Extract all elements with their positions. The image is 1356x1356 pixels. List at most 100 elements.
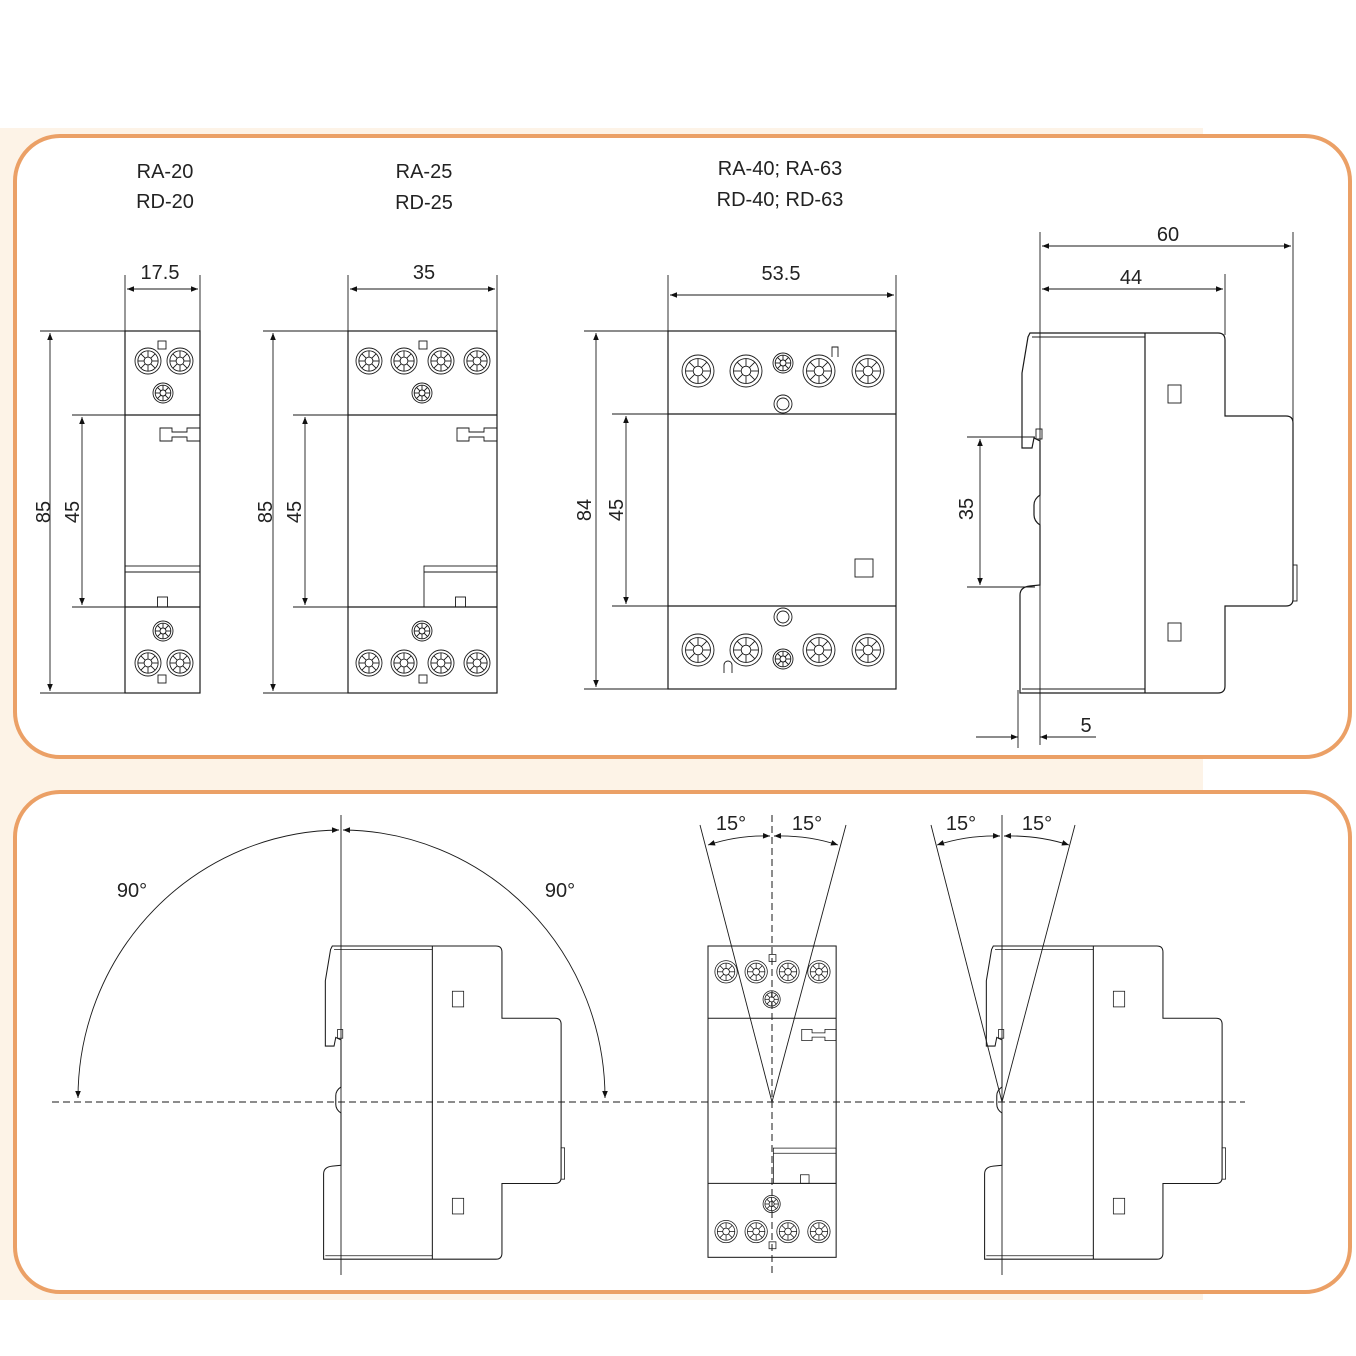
terminal-spoke: [781, 965, 786, 970]
terminal-spoke: [433, 353, 439, 359]
tilt-arc-right: [342, 827, 608, 1099]
bottom-panel-frame: [13, 790, 1352, 1294]
terminal-spoke: [396, 665, 402, 671]
terminal-spoke: [812, 1233, 817, 1238]
terminal-outer: [166, 649, 194, 677]
terminal-spoke: [790, 1233, 795, 1238]
terminal-spoke: [469, 363, 475, 369]
terminal-center: [813, 365, 825, 377]
terminal-spoke: [423, 387, 428, 392]
ra40-height-label: 84: [574, 499, 596, 521]
terminal-outer: [411, 620, 433, 642]
terminal-spoke: [479, 665, 485, 671]
terminal-outer: [807, 1219, 831, 1244]
indicator-window: [854, 558, 874, 578]
marker-tab: [723, 660, 733, 673]
side-tab: [1221, 1147, 1226, 1180]
terminal-spoke: [479, 353, 485, 359]
terminal-spoke: [423, 394, 428, 399]
terminal-screw-icon: [427, 649, 455, 677]
terminal-outer: [744, 960, 768, 984]
rail-clip: [159, 427, 201, 442]
terminal-spoke: [182, 363, 188, 369]
terminal-spoke: [688, 640, 695, 647]
terminal-spoke: [157, 394, 162, 399]
terminal-spoke: [736, 640, 743, 647]
model-label-rd20: RD-20: [136, 191, 194, 213]
marker-square: [157, 340, 167, 350]
terminal-screw-icon: [729, 354, 763, 388]
terminal-spoke: [416, 625, 421, 630]
device-outline: [124, 330, 201, 694]
terminal-spoke: [396, 655, 402, 661]
terminal-outer: [463, 347, 491, 375]
terminal-center: [175, 356, 185, 366]
terminal-screw-icon: [390, 347, 418, 375]
device-side-outline: [984, 945, 1223, 1260]
ra20-width-label: 17.5: [141, 262, 180, 284]
terminal-screw-icon: [807, 960, 831, 984]
side-slot: [451, 1197, 465, 1215]
terminal-screw-icon: [411, 382, 433, 404]
terminal-screw-icon: [714, 1219, 738, 1244]
terminal-spoke: [140, 655, 146, 661]
terminal-spoke: [688, 374, 695, 381]
terminal-spoke: [140, 363, 146, 369]
terminal-spoke: [150, 665, 156, 671]
model-label-ra20: RA-20: [137, 161, 194, 183]
terminal-screw-icon: [776, 1219, 800, 1244]
terminal-center: [692, 365, 704, 377]
side-slot: [1112, 1197, 1126, 1215]
terminal-spoke: [736, 374, 743, 381]
terminal-spoke: [719, 1233, 724, 1238]
terminal-outer: [355, 347, 383, 375]
terminal-spoke: [790, 973, 795, 979]
terminal-outer: [390, 649, 418, 677]
front-tilt-lines: [699, 824, 847, 1103]
terminal-outer: [714, 1219, 738, 1244]
terminal-outer: [427, 347, 455, 375]
terminal-spoke: [406, 655, 412, 661]
terminal-outer: [851, 354, 885, 388]
terminal-screw-icon: [411, 620, 433, 642]
terminal-spoke: [416, 394, 421, 399]
terminal-spoke: [443, 353, 449, 359]
terminal-screw-icon: [166, 347, 194, 375]
terminal-spoke: [773, 1198, 777, 1203]
terminal-spoke: [157, 387, 162, 392]
ra40-dimensions: [584, 275, 897, 690]
terminal-screw-icon: [355, 347, 383, 375]
terminal-spoke: [858, 640, 865, 647]
terminal-spoke: [809, 374, 816, 381]
terminal-spoke: [469, 655, 475, 661]
side-depth-front-label: 44: [1120, 267, 1142, 289]
terminal-spoke: [766, 1198, 771, 1203]
marker-square: [157, 674, 167, 684]
terminal-outer: [807, 960, 831, 984]
terminal-spoke: [784, 364, 789, 369]
terminal-spoke: [406, 665, 412, 671]
terminal-spoke: [736, 653, 743, 660]
terminal-spoke: [423, 625, 428, 630]
terminal-screw-icon: [134, 649, 162, 677]
terminal-spoke: [701, 374, 708, 381]
terminal-spoke: [371, 363, 377, 369]
terminal-outer: [152, 382, 174, 404]
terminal-screw-icon: [744, 960, 768, 984]
device-outline: [347, 330, 498, 694]
terminal-spoke: [361, 665, 367, 671]
terminal-center: [364, 356, 374, 366]
terminal-spoke: [150, 353, 156, 359]
terminal-spoke: [182, 665, 188, 671]
terminal-outer: [714, 960, 738, 984]
terminal-spoke: [172, 353, 178, 359]
terminal-spoke: [150, 655, 156, 661]
rail-latch: [157, 596, 168, 608]
terminal-spoke: [749, 361, 756, 368]
indicator-ring: [773, 394, 793, 414]
terminal-screw-icon: [681, 354, 715, 388]
terminal-screw-icon: [166, 649, 194, 677]
terminal-outer: [729, 633, 763, 667]
terminal-spoke: [766, 994, 771, 998]
terminal-spoke: [423, 632, 428, 637]
